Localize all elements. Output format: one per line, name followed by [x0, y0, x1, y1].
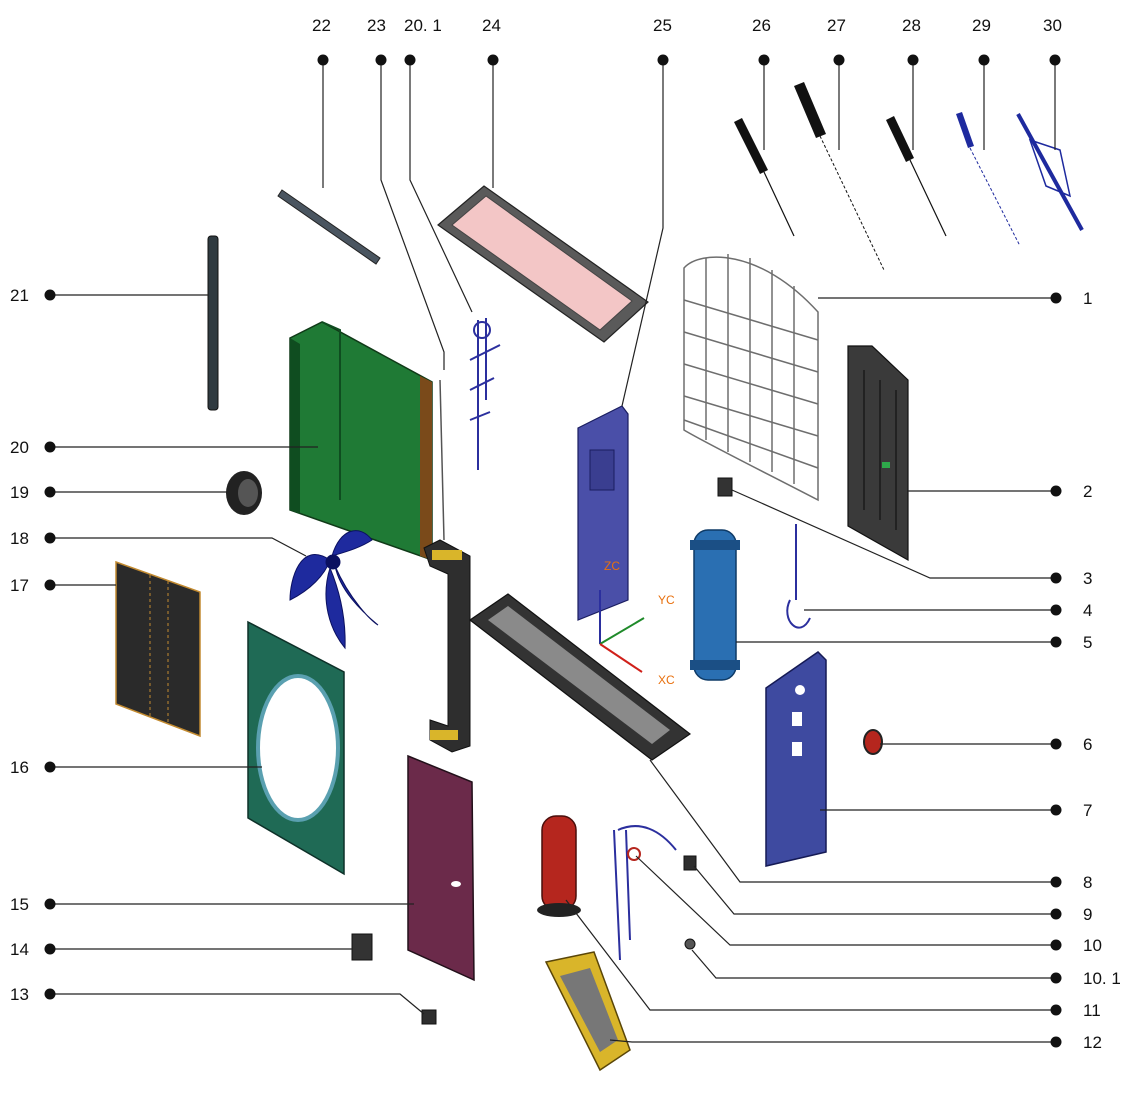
part-5-heat-exchanger-tank [690, 529, 740, 681]
part-20-condenser-coil [289, 321, 433, 562]
part-1-grille [683, 254, 819, 502]
part-29-temp-probe [956, 112, 1021, 247]
callout-numbers-right: 1 2 3 4 5 6 7 8 9 10 10. 1 11 12 [1083, 289, 1121, 1052]
callout-5: 5 [1083, 633, 1092, 652]
part-28-temp-probe [886, 116, 947, 237]
leader-lines [50, 60, 1056, 1043]
callout-24: 24 [482, 16, 501, 35]
callout-11: 11 [1083, 1001, 1101, 1020]
part-19-fan-motor [226, 471, 262, 515]
part-6-knob [863, 729, 883, 755]
callout-numbers-left: 21 20 19 18 17 16 15 14 13 [10, 286, 29, 1004]
part-22-strip [277, 189, 381, 265]
callout-28: 28 [902, 16, 921, 35]
callout-4: 4 [1083, 601, 1092, 620]
callout-8: 8 [1083, 873, 1092, 892]
part-bracket-frame [423, 539, 471, 753]
callout-6: 6 [1083, 735, 1092, 754]
callout-20: 20 [10, 438, 29, 457]
callout-dots [44, 54, 1062, 1048]
callout-numbers-top: 22 23 20. 1 24 25 26 27 28 29 30 [312, 16, 1062, 35]
part-30-wire-harness [1016, 113, 1084, 231]
part-23-capillary [439, 379, 445, 541]
callout-10-1: 10. 1 [1083, 969, 1121, 988]
callout-3: 3 [1083, 569, 1092, 588]
callout-2: 2 [1083, 482, 1092, 501]
callout-7: 7 [1083, 801, 1092, 820]
axis-label-zc: ZC [604, 559, 620, 573]
part-2-side-panel [847, 345, 909, 562]
part-7-right-panel [765, 651, 827, 867]
part-12-electrical-box [544, 951, 631, 1072]
callout-9: 9 [1083, 905, 1092, 924]
part-25-side-panel [577, 405, 629, 621]
callout-27: 27 [827, 16, 846, 35]
callout-25: 25 [653, 16, 672, 35]
callout-10: 10 [1083, 936, 1102, 955]
part-15-front-door-panel [407, 754, 475, 982]
part-21-support-bar [207, 235, 219, 411]
axis-label-xc: XC [658, 673, 675, 687]
part-3-sensor [717, 477, 733, 497]
part-13-connector [421, 1009, 437, 1025]
callout-13: 13 [10, 985, 29, 1004]
callout-21: 21 [10, 286, 29, 305]
callout-19: 19 [10, 483, 29, 502]
callout-22: 22 [312, 16, 331, 35]
part-16-front-panel [247, 620, 345, 876]
part-26-temp-probe [734, 118, 795, 237]
part-9-valve [683, 855, 697, 871]
part-27-temp-probe [794, 82, 885, 271]
callout-18: 18 [10, 529, 29, 548]
callout-20-1: 20. 1 [404, 16, 442, 35]
axis-label-yc: YC [658, 593, 675, 607]
part-14-control-module [351, 933, 373, 961]
callout-26: 26 [752, 16, 771, 35]
callout-1: 1 [1083, 289, 1092, 308]
callout-16: 16 [10, 758, 29, 777]
callout-14: 14 [10, 940, 29, 959]
callout-12: 12 [1083, 1033, 1102, 1052]
callout-29: 29 [972, 16, 991, 35]
part-4-pipe [786, 524, 811, 629]
callout-15: 15 [10, 895, 29, 914]
part-10-1-fitting [684, 938, 696, 950]
axis-triad: ZC YC XC [599, 559, 675, 687]
part-10-pipe-assembly [613, 825, 677, 961]
callout-30: 30 [1043, 16, 1062, 35]
callout-23: 23 [367, 16, 386, 35]
part-18-fan-blade [289, 530, 379, 650]
part-17-rear-mesh-panel [115, 560, 201, 738]
callout-17: 17 [10, 576, 29, 595]
part-20-1-pipe-assembly [469, 318, 501, 470]
part-24-top-cover [437, 185, 649, 343]
part-11-compressor [537, 815, 581, 917]
part-8-base-tray [468, 593, 692, 761]
